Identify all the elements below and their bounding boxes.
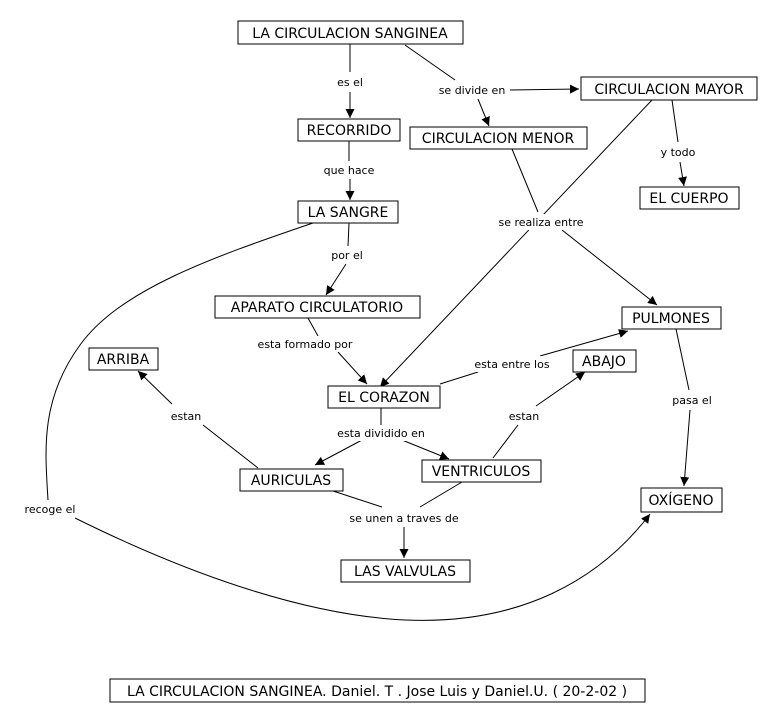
node-oxigeno: OXÍGENO [640, 487, 723, 513]
edge-aparato-to-esta-formado [307, 317, 319, 337]
link-label-y-todo: y todo [661, 146, 696, 159]
node-label-la-sangre: LA SANGRE [308, 205, 389, 221]
edge-sangre-to-recoge-el [45, 222, 314, 501]
link-label-se-unen-a-traves-de: se unen a traves de [349, 512, 458, 525]
edge-dividido-to-auriculas [314, 439, 363, 466]
node-el-cuerpo: EL CUERPO [639, 186, 740, 210]
edge-auriculas-to-se-unen [329, 489, 383, 508]
node-circulacion-menor: CIRCULACION MENOR [409, 126, 588, 150]
edge-pasa-el-to-oxigeno [680, 409, 691, 487]
node-arriba: ARRIBA [88, 347, 159, 371]
edge-corazon-to-esta-entre [439, 371, 479, 385]
node-label-las-valvulas: LAS VALVULAS [354, 564, 456, 580]
edge-estan-to-abajo [535, 371, 586, 407]
node-auriculas: AURICULAS [239, 468, 344, 492]
node-label-ventriculos: VENTRICULOS [432, 464, 531, 480]
edge-se-divide-en-to-mayor [509, 84, 580, 94]
footer-caption-text: LA CIRCULACION SANGINEA. Daniel. T . Jos… [127, 684, 627, 700]
edge-ventriculos-to-estan [492, 424, 519, 459]
edge-ventriculos-to-se-unen [419, 481, 463, 508]
edge-y-todo-to-cuerpo [678, 161, 687, 187]
node-label-el-corazon: EL CORAZON [338, 390, 430, 406]
link-label-estan-arriba: estan [171, 410, 202, 423]
edge-sangre-to-por-el [347, 222, 350, 247]
link-label-recoge-el: recoge el [25, 503, 76, 516]
node-recorrido: RECORRIDO [297, 118, 401, 142]
node-el-corazon: EL CORAZON [327, 385, 441, 409]
link-label-se-divide-en: se divide en [439, 84, 506, 97]
edge-esta-entre-to-pulmones [539, 329, 629, 357]
node-label-pulmones: PULMONES [632, 311, 710, 327]
node-circulacion-mayor: CIRCULACION MAYOR [580, 76, 758, 101]
footer-caption: LA CIRCULACION SANGINEA. Daniel. T . Jos… [109, 678, 646, 703]
node-las-valvulas: LAS VALVULAS [340, 559, 471, 583]
link-label-esta-formado-por: esta formado por [258, 338, 353, 351]
edge-mayor-to-corazon [379, 99, 653, 388]
edge-auriculas-to-estan [202, 424, 259, 469]
link-label-es-el: es el [337, 76, 363, 89]
node-aparato-circulatorio: APARATO CIRCULATORIO [214, 295, 421, 319]
node-label-oxigeno: OXÍGENO [648, 492, 713, 509]
link-labels: es el se divide en que hace y todo se re… [20, 74, 716, 526]
edge-se-divide-en-to-menor [477, 98, 490, 127]
nodes: LA CIRCULACION SANGINEA RECORRIDO CIRCUL… [88, 20, 758, 583]
node-label-aparato-circulatorio: APARATO CIRCULATORIO [231, 300, 403, 316]
node-abajo: ABAJO [572, 349, 637, 373]
node-ventriculos: VENTRICULOS [421, 459, 542, 483]
node-label-arriba: ARRIBA [97, 352, 150, 368]
link-label-esta-entre-los: esta entre los [474, 358, 549, 371]
node-label-circulacion-mayor: CIRCULACION MAYOR [594, 82, 744, 98]
node-label-abajo: ABAJO [582, 354, 626, 370]
edges [45, 44, 691, 621]
edge-esta-formado-to-corazon [337, 351, 368, 385]
edge-dividido-to-ventriculos [401, 439, 450, 460]
edge-estan-to-arriba [137, 370, 173, 405]
edge-sanginea-to-se-divide-en [404, 44, 456, 81]
node-label-recorrido: RECORRIDO [307, 123, 392, 139]
edge-por-el-to-aparato [325, 263, 347, 296]
node-label-el-cuerpo: EL CUERPO [649, 191, 728, 207]
node-label-circulacion-menor: CIRCULACION MENOR [422, 131, 575, 147]
link-label-por-el: por el [331, 249, 363, 262]
link-label-se-realiza-entre: se realiza entre [498, 216, 583, 229]
node-pulmones: PULMONES [621, 306, 722, 330]
node-label-la-circulacion-sanginea: LA CIRCULACION SANGINEA [252, 26, 448, 42]
edge-menor-to-se-realiza [511, 148, 539, 213]
link-label-que-hace: que hace [324, 164, 375, 177]
link-label-estan-abajo: estan [509, 410, 540, 423]
edge-pulmones-to-pasa-el [675, 328, 690, 391]
node-la-circulacion-sanginea: LA CIRCULACION SANGINEA [237, 20, 464, 45]
node-la-sangre: LA SANGRE [297, 200, 399, 224]
edge-mayor-to-y-todo [671, 99, 679, 143]
edge-se-realiza-to-pulmones [561, 229, 658, 306]
edge-recoge-el-to-oxigeno [74, 513, 651, 621]
node-label-auriculas: AURICULAS [251, 473, 331, 489]
link-label-pasa-el: pasa el [672, 394, 712, 407]
link-label-esta-dividido-en: esta dividido en [337, 427, 425, 440]
